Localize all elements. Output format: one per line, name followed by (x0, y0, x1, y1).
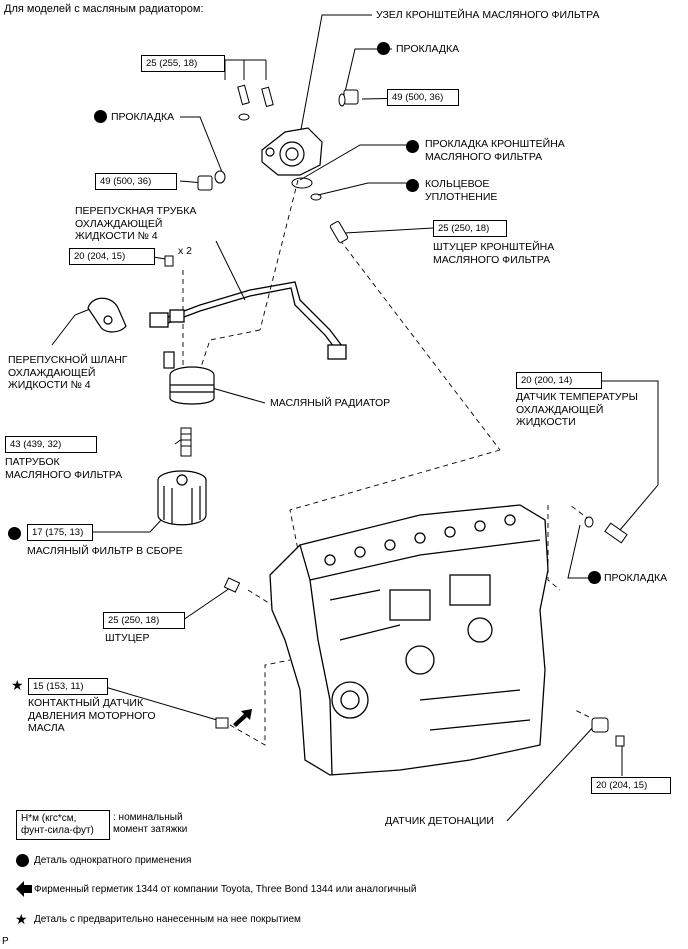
torque-oil-filter: 17 (175, 13) (27, 524, 93, 541)
non-reusable-icon (8, 527, 21, 540)
label-union: ШТУЦЕР (105, 632, 150, 644)
legend-precoated-star-icon: ★ (15, 911, 28, 927)
bracket-bolts (224, 59, 274, 121)
torque-pressure-switch: 15 (153, 11) (28, 678, 108, 695)
leader-union (182, 587, 231, 621)
page-title: Для моделей с масляным радиатором: (4, 3, 204, 15)
leader-knock-sensor (506, 724, 596, 822)
label-bypass-hose: ПЕРЕПУСКНОЙ ШЛАНГ ОХЛАЖДАЮЩЕЙ ЖИДКОСТИ №… (8, 354, 128, 391)
label-x2: x 2 (178, 245, 193, 257)
label-oil-cooler: МАСЛЯНЫЙ РАДИАТОР (270, 397, 391, 409)
pressure-switch-part (215, 717, 229, 729)
leader-gasket-right (567, 524, 590, 579)
label-o-ring: КОЛЬЦЕВОЕ УПЛОТНЕНИЕ (425, 178, 498, 203)
pipe-bolt (164, 255, 174, 267)
non-reusable-icon (94, 110, 107, 123)
legend-non-reusable-text: Деталь однократного применения (34, 855, 192, 866)
leader-bypass-pipe (215, 240, 246, 301)
label-bracket-gasket: ПРОКЛАДКА КРОНШТЕЙНА МАСЛЯНОГО ФИЛЬТРА (425, 138, 565, 163)
bypass-hose (87, 297, 175, 369)
leader-bracket-union (344, 227, 434, 234)
leader-gasket-left (180, 116, 223, 173)
label-knock-sensor: ДАТЧИК ДЕТОНАЦИИ (385, 815, 494, 827)
label-coolant-temp-sensor: ДАТЧИК ТЕМПЕРАТУРЫ ОХЛАЖДАЮЩЕЙ ЖИДКОСТИ (516, 391, 638, 428)
non-reusable-icon (406, 140, 419, 153)
oil-filter-part (157, 470, 207, 526)
label-filter-union: ПАТРУБОК МАСЛЯНОГО ФИЛЬТРА (5, 456, 123, 481)
legend-unit-box: Н*м (кгс*см, фунт-сила-фут) (16, 810, 110, 840)
torque-temp-sensor: 20 (200, 14) (516, 372, 602, 389)
top-plug (338, 89, 359, 107)
bracket-union-part (329, 221, 349, 243)
legend-sealant-arrow-icon (16, 881, 32, 897)
sealant-arrow-icon (233, 709, 252, 727)
torque-union: 25 (250, 18) (103, 612, 185, 629)
torque-top-plug: 49 (500, 36) (387, 89, 459, 106)
label-bracket-union: ШТУЦЕР КРОНШТЕЙНА МАСЛЯНОГО ФИЛЬТРА (433, 241, 555, 266)
non-reusable-icon (588, 571, 601, 584)
footer-code: P (2, 936, 9, 947)
left-plug (197, 170, 226, 191)
knock-sensor-part (591, 717, 625, 747)
legend-non-reusable-icon (16, 854, 29, 867)
torque-left-plug: 49 (500, 36) (95, 173, 177, 190)
label-gasket-top: ПРОКЛАДКА (396, 43, 460, 55)
precoated-star-icon: ★ (11, 677, 24, 693)
leader-temp-sensor (600, 380, 659, 531)
engine-block (269, 504, 549, 776)
torque-pipe-bolts: 20 (204, 15) (69, 248, 155, 265)
leader-gasket-top (344, 48, 392, 93)
label-gasket-right: ПРОКЛАДКА (604, 572, 668, 584)
bypass-pipe (149, 281, 347, 360)
leader-bracket-assembly (299, 14, 372, 136)
torque-filter-union: 43 (439, 32) (5, 436, 97, 453)
leader-o-ring (317, 182, 408, 196)
label-bypass-pipe: ПЕРЕПУСКНАЯ ТРУБКА ОХЛАЖДАЮЩЕЙ ЖИДКОСТИ … (75, 205, 197, 242)
temp-sensor-part (584, 516, 628, 544)
torque-knock-sensor: 20 (204, 15) (591, 777, 671, 794)
label-oil-pressure-switch: КОНТАКТНЫЙ ДАТЧИК ДАВЛЕНИЯ МОТОРНОГО МАС… (28, 697, 156, 734)
bracket-gasket (291, 177, 313, 189)
non-reusable-icon (406, 179, 419, 192)
torque-bracket-union: 25 (250, 18) (433, 220, 507, 237)
union-part (223, 577, 241, 593)
leader-pressure-switch (104, 686, 218, 721)
torque-bracket-bolts: 25 (255, 18) (141, 55, 225, 72)
legend-precoated-text: Деталь с предварительно нанесенным на не… (34, 914, 301, 925)
filter-union-part (180, 427, 192, 457)
legend-unit-desc: : номинальный момент затяжки (113, 812, 188, 835)
label-bracket-assembly: УЗЕЛ КРОНШТЕЙНА МАСЛЯНОГО ФИЛЬТРА (376, 9, 600, 21)
oil-filter-bracket (261, 127, 323, 176)
label-gasket-left: ПРОКЛАДКА (111, 111, 175, 123)
leader-oil-cooler (211, 387, 266, 404)
label-oil-filter: МАСЛЯНЫЙ ФИЛЬТР В СБОРЕ (27, 545, 183, 557)
leader-bracket-gasket (299, 144, 408, 181)
non-reusable-icon (377, 42, 390, 55)
legend-sealant-text: Фирменный герметик 1344 от компании Toyo… (34, 884, 417, 895)
oil-cooler-part (169, 366, 215, 405)
o-ring (310, 193, 322, 201)
